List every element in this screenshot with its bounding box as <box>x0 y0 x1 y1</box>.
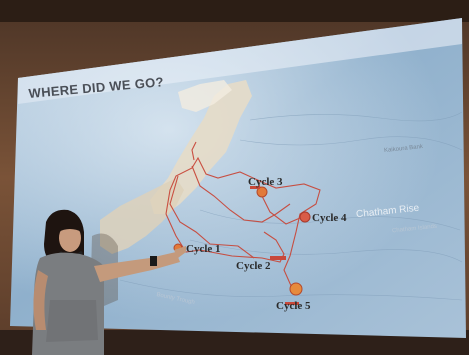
map-marker-icon <box>299 211 311 223</box>
wristwatch <box>150 256 157 266</box>
map-marker-icon <box>289 282 303 296</box>
label-cycle-3: Cycle 3 <box>248 176 283 188</box>
cycle3-tick <box>250 186 260 189</box>
presenter <box>32 209 186 355</box>
ceiling <box>0 0 469 22</box>
label-cycle-2: Cycle 2 <box>236 260 271 272</box>
cycle2-tick <box>270 256 286 260</box>
presenter-left-arm <box>33 270 48 330</box>
screen-glare <box>10 18 466 338</box>
presenter-shirt-shade <box>46 300 98 342</box>
label-cycle-4: Cycle 4 <box>312 212 347 224</box>
bathymetry <box>119 111 463 301</box>
land-highlight <box>178 80 232 112</box>
map-marker-icon <box>256 186 268 198</box>
presenter-face <box>59 224 81 252</box>
cycle-markers <box>173 186 311 305</box>
land-south <box>100 178 184 254</box>
presenter-hand <box>174 246 186 258</box>
presenter-arm <box>94 252 180 282</box>
cycle5-tick <box>285 302 299 305</box>
label-cycle-5: Cycle 5 <box>276 300 311 312</box>
presenter-fringe <box>56 218 82 232</box>
label-cycle-1: Cycle 1 <box>186 243 221 255</box>
